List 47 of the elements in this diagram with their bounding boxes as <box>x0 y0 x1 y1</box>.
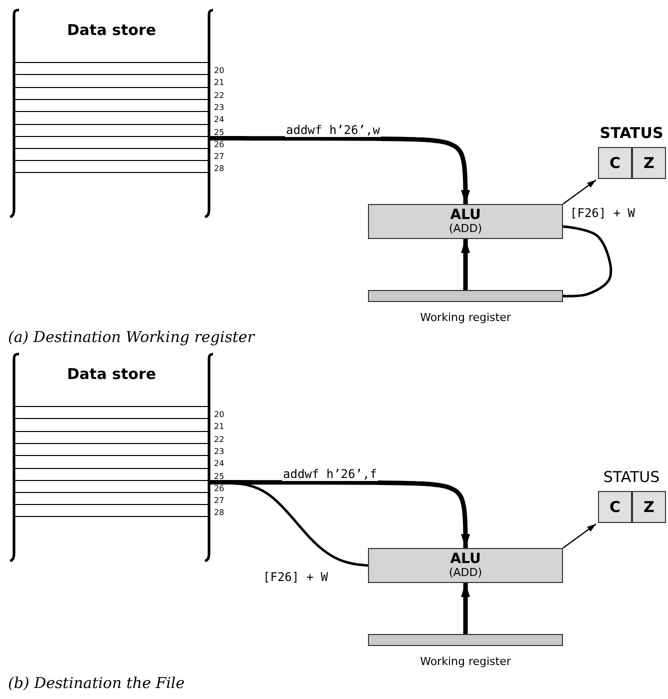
status-title: STATUS <box>602 468 661 486</box>
arrow <box>209 480 470 548</box>
status-register <box>596 468 667 524</box>
register-name: Working register <box>419 655 512 668</box>
alu-block <box>368 548 563 583</box>
status-title: STATUS <box>598 124 664 142</box>
arrow <box>562 180 596 204</box>
flag-cell: Z <box>632 491 666 523</box>
arrow <box>461 583 470 634</box>
panel-caption: (b) Destination the File <box>8 674 185 692</box>
store-title: Data store <box>66 21 158 39</box>
address-number: 28 <box>214 164 224 174</box>
store-title: Data store <box>66 365 158 383</box>
address-number: 24 <box>214 459 224 468</box>
alu-block <box>368 204 563 239</box>
edge-label: addwf h’26’,w <box>285 123 381 137</box>
address-number: 25 <box>214 128 224 136</box>
flag-cell: C <box>598 491 632 523</box>
address-number: 26 <box>214 484 224 493</box>
address-number: 22 <box>214 90 224 100</box>
register-name: Working register <box>419 311 512 324</box>
panel-caption: (a) Destination Working register <box>8 328 254 346</box>
address-number: 24 <box>214 115 224 124</box>
arrow <box>562 524 596 548</box>
alu-operation: (ADD) <box>448 223 484 235</box>
address-number: 26 <box>214 140 224 149</box>
alu-title: ALU <box>449 208 482 223</box>
address-number: 22 <box>214 434 224 444</box>
arrow <box>209 136 470 204</box>
edge-label: addwf h’26’,f <box>282 467 378 481</box>
status-register <box>596 124 667 180</box>
address-number: 21 <box>214 78 224 88</box>
address-number: 27 <box>214 152 224 162</box>
alu-operation: (ADD) <box>448 567 484 579</box>
address-number: 25 <box>214 472 224 480</box>
address-number: 23 <box>214 102 224 112</box>
address-number: 21 <box>214 422 224 432</box>
address-number: 20 <box>214 66 224 75</box>
flag-cell: C <box>598 147 632 179</box>
address-number: 20 <box>214 410 224 419</box>
result-line <box>562 225 612 298</box>
arrow <box>461 239 470 290</box>
alu-title: ALU <box>449 552 482 567</box>
address-number: 27 <box>214 496 224 506</box>
address-number: 23 <box>214 446 224 456</box>
address-number: 28 <box>214 508 224 518</box>
flag-cell: Z <box>632 147 666 179</box>
